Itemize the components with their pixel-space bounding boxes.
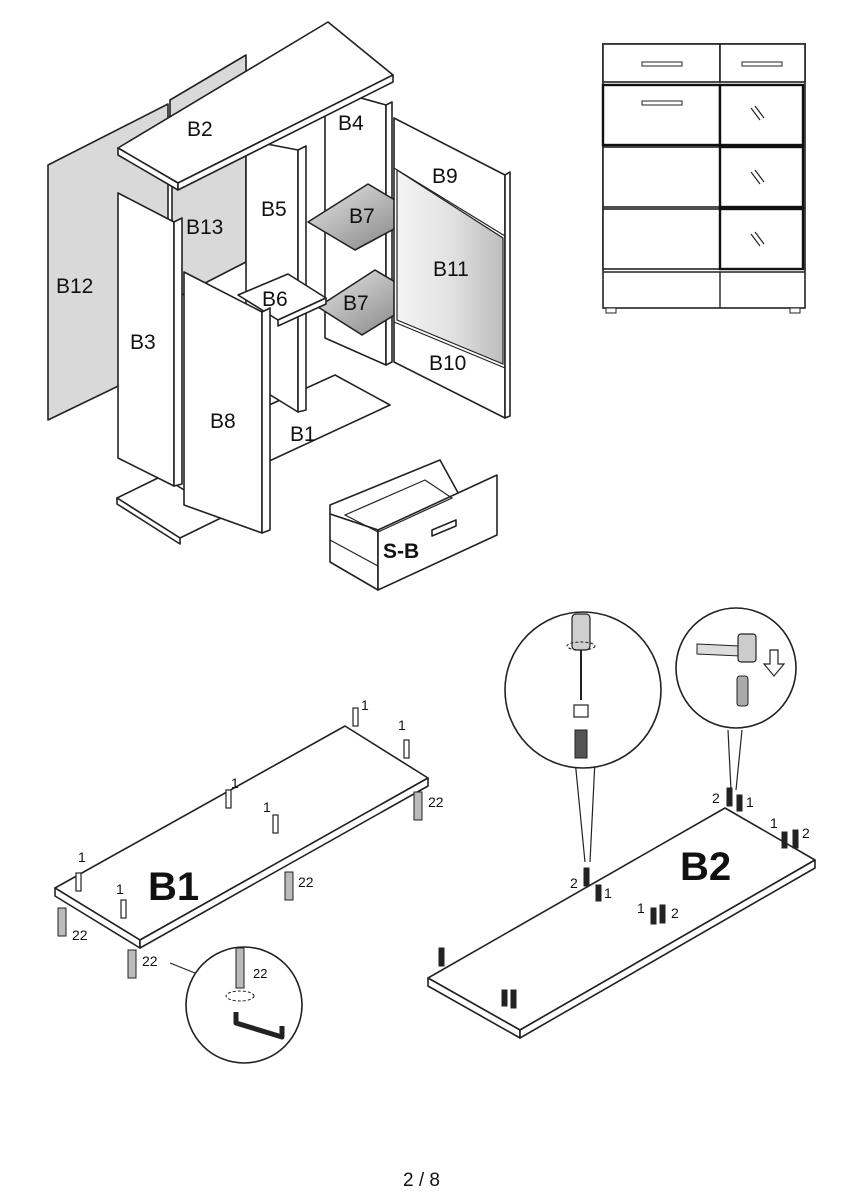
callout-1: 1 (263, 799, 271, 815)
dowel-icon (736, 675, 749, 707)
callout-1: 1 (604, 885, 612, 901)
callout-1: 1 (231, 775, 239, 791)
callout-22: 22 (142, 953, 158, 969)
screw-icon (235, 947, 245, 989)
callout-2: 2 (671, 905, 679, 921)
cam-lock-icon (573, 704, 589, 718)
label-sb: S-B (383, 540, 419, 563)
zoom-callout-screwdriver (504, 611, 662, 863)
screw-icon (57, 791, 423, 979)
step-b1-panel: 1 1 1 1 1 1 22 22 22 22 B1 22 (54, 697, 444, 1064)
panel-b8 (183, 271, 271, 534)
hex-key-icon (233, 1012, 285, 1040)
callout-1: 1 (398, 717, 406, 733)
label-b4: B4 (338, 112, 364, 135)
exploded-cabinet-view: B2 B4 B9 B5 B7 B13 B12 B11 B6 B7 B3 B10 … (47, 21, 511, 591)
label-b1: B1 (290, 423, 316, 446)
callout-22: 22 (298, 874, 314, 890)
callout-1: 1 (746, 794, 754, 810)
callout-2: 2 (570, 875, 578, 891)
label-b9: B9 (432, 165, 458, 188)
label-b7-top: B7 (349, 205, 375, 228)
callout-2: 2 (802, 825, 810, 841)
arrow-down-icon (762, 649, 786, 677)
label-b13: B13 (186, 216, 223, 239)
door-b9-b11-b10 (393, 117, 511, 419)
zoom-callout-b1: 22 (169, 946, 303, 1064)
step-b2-panel: 2 1 1 2 2 1 1 2 B2 (427, 607, 816, 1039)
cam-bolt-icon (574, 729, 588, 759)
cabinet-front-view (601, 43, 806, 314)
connector-icon (696, 643, 741, 657)
panel-b3 (117, 192, 183, 487)
callout-1: 1 (116, 881, 124, 897)
label-b12: B12 (56, 275, 93, 298)
callout-1: 1 (78, 849, 86, 865)
label-b8: B8 (210, 410, 236, 433)
label-b5: B5 (261, 198, 287, 221)
label-b2: B2 (187, 118, 213, 141)
page-number: 2 / 8 (403, 1170, 440, 1191)
dowel-icon (75, 707, 410, 919)
screwdriver-icon (566, 613, 596, 700)
callout-2: 2 (712, 790, 720, 806)
label-b3: B3 (130, 331, 156, 354)
callout-22: 22 (72, 927, 88, 943)
step-b1-title: B1 (148, 865, 199, 909)
label-b7-bottom: B7 (343, 292, 369, 315)
panel-b2-top (117, 21, 394, 191)
label-b10: B10 (429, 352, 466, 375)
step-b2-title: B2 (680, 845, 731, 889)
callout-22: 22 (428, 794, 444, 810)
callout-1: 1 (770, 815, 778, 831)
cam-bolt-icon (438, 787, 799, 1009)
drawer-sb (329, 459, 498, 591)
label-b6: B6 (262, 288, 288, 311)
callout-1: 1 (361, 697, 369, 713)
label-b11: B11 (433, 258, 469, 281)
callout-1: 1 (637, 900, 645, 916)
callout-22: 22 (253, 966, 267, 981)
zoom-callout-dowel (675, 607, 797, 791)
